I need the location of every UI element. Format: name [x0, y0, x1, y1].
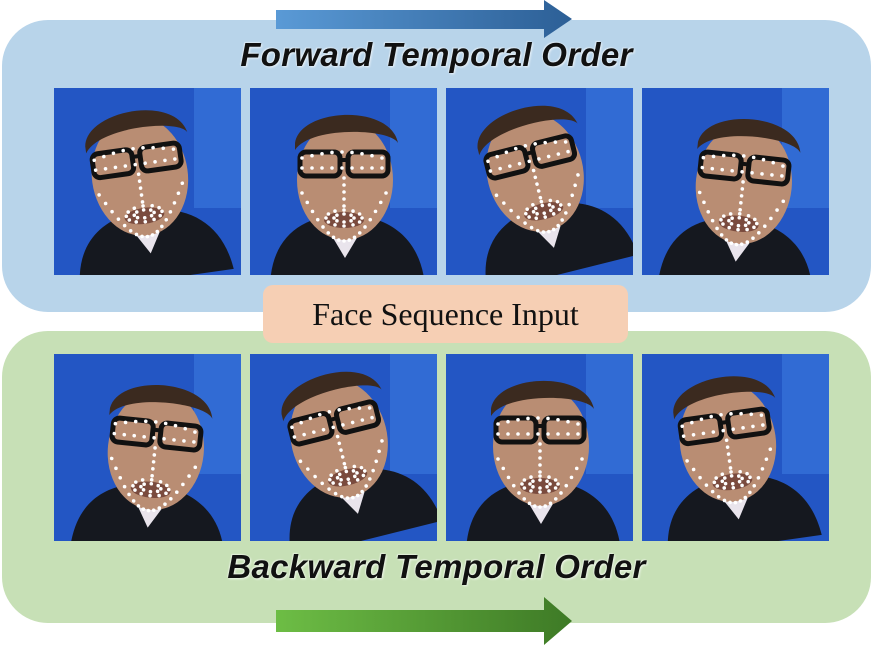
- face-sequence-input-label: Face Sequence Input: [263, 285, 628, 343]
- backward-frame-3: [446, 354, 633, 541]
- landmark-dots: [680, 411, 773, 505]
- landmark-dots: [697, 153, 786, 247]
- landmark-dots: [496, 416, 584, 509]
- backward-frame-2: [250, 354, 437, 541]
- landmark-dots: [300, 150, 388, 243]
- backward-frame-4: [642, 354, 829, 541]
- forward-frame-4: [642, 88, 829, 275]
- forward-order-title: Forward Temporal Order: [240, 36, 633, 73]
- landmark-dots: [109, 419, 198, 513]
- forward-frame-2: [250, 88, 437, 275]
- landmark-dots: [486, 140, 580, 234]
- forward-arrow-icon: [276, 0, 572, 38]
- backward-frame-1: [54, 354, 241, 541]
- forward-frame-3: [446, 88, 633, 275]
- forward-frame-1: [54, 88, 241, 275]
- backward-arrow-icon: [276, 597, 572, 645]
- backward-order-title: Backward Temporal Order: [227, 548, 646, 585]
- landmark-dots: [290, 406, 384, 500]
- landmark-dots: [92, 145, 185, 239]
